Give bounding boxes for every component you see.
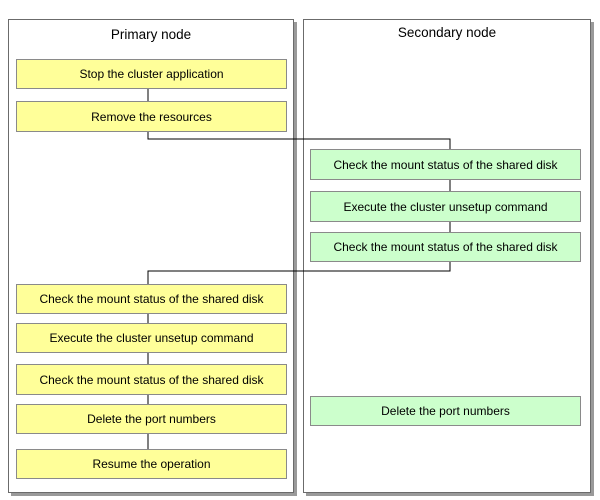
secondary-step-check-mount-2: Check the mount status of the shared dis… bbox=[310, 232, 581, 262]
primary-step-check-mount-2: Check the mount status of the shared dis… bbox=[16, 364, 287, 395]
primary-step-cluster-unsetup: Execute the cluster unsetup command bbox=[16, 323, 287, 353]
primary-step-stop-cluster-app: Stop the cluster application bbox=[16, 59, 287, 89]
primary-step-delete-port-numbers: Delete the port numbers bbox=[16, 404, 287, 434]
secondary-node-title: Secondary node bbox=[397, 25, 497, 40]
connector-s3-p3 bbox=[147, 262, 451, 284]
primary-step-check-mount-1: Check the mount status of the shared dis… bbox=[16, 284, 287, 314]
connector-p2-s1 bbox=[147, 132, 451, 149]
primary-step-resume-operation: Resume the operation bbox=[16, 449, 287, 479]
secondary-step-delete-port-numbers: Delete the port numbers bbox=[310, 396, 581, 426]
primary-node-title: Primary node bbox=[110, 27, 192, 42]
primary-step-remove-resources: Remove the resources bbox=[16, 101, 287, 132]
secondary-step-check-mount-1: Check the mount status of the shared dis… bbox=[310, 149, 581, 180]
secondary-step-cluster-unsetup: Execute the cluster unsetup command bbox=[310, 191, 581, 222]
